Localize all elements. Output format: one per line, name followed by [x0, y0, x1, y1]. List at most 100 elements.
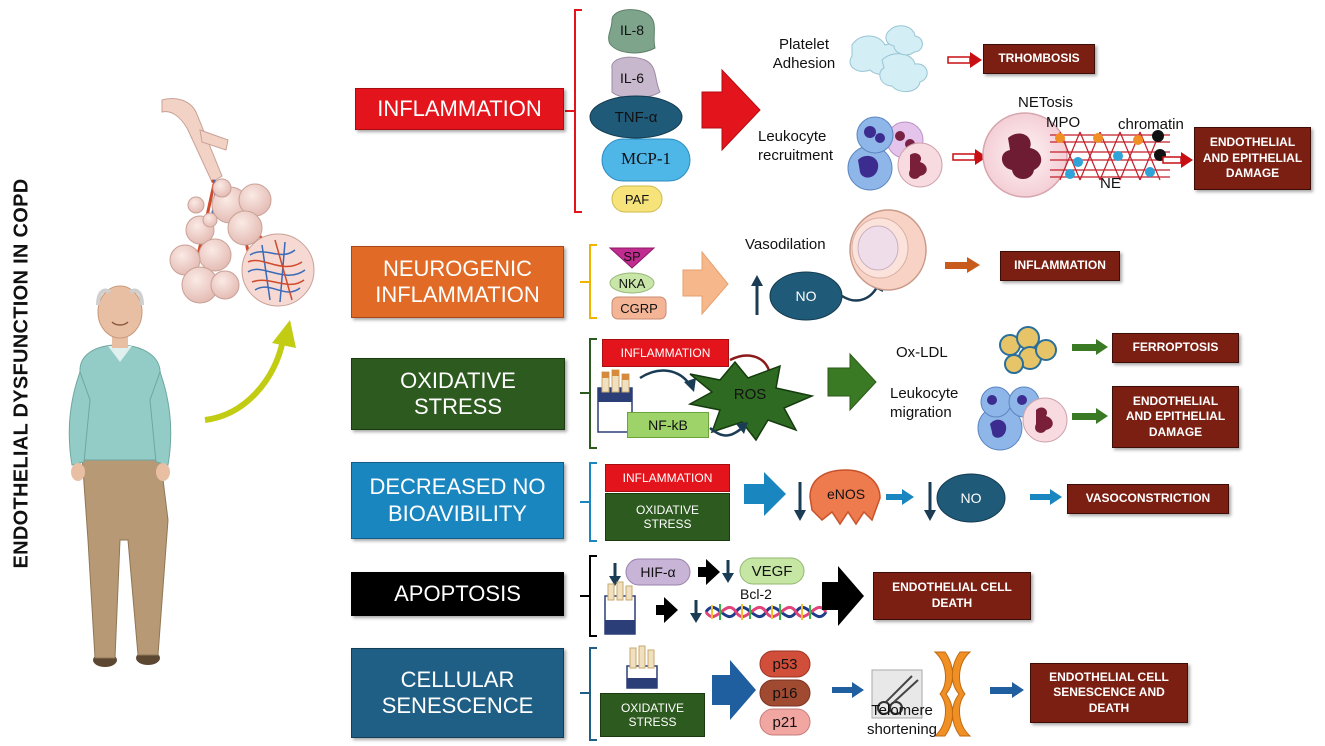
patient-illustration [68, 285, 172, 667]
outcome-endothelial-damage-2-label: ENDOTHELIAL AND EPITHELIAL DAMAGE [1125, 393, 1226, 439]
oxldl-label: Ox-LDL [896, 344, 948, 361]
ne-label: NE [1100, 175, 1121, 192]
hif-shape [625, 558, 691, 586]
oxldl-icon [999, 326, 1057, 374]
cigarettes-icon-ox [597, 369, 633, 433]
mediator-paf: PAF [624, 191, 650, 207]
category-neurogenic-label: NEUROGENIC INFLAMMATION [375, 255, 540, 307]
outcome-thrombosis: TRHOMBOSIS [983, 44, 1095, 74]
big-red-arrow [701, 68, 761, 152]
senescence-oxidative-tag-label: OXIDATIVE STRESS [620, 700, 685, 729]
ros-burst [687, 360, 815, 442]
senescence-arrow [712, 660, 756, 720]
p53-shape [759, 650, 811, 678]
platelet-adhesion-label: Platelet Adhesion [772, 36, 836, 72]
neuro-arrow [682, 250, 729, 316]
cigarettes-icon-apo [604, 581, 636, 635]
leukocyte-migration-label: Leukocyte migration [890, 385, 959, 421]
mpo-label: MPO [1046, 114, 1081, 131]
vessel-icon [849, 209, 927, 291]
chromatin-label: chromatin [1118, 116, 1184, 133]
no-label-neuro: NO [795, 288, 817, 304]
arrow-no [902, 489, 914, 505]
scissors-icon [871, 669, 923, 719]
paf-shape [611, 185, 663, 213]
mediator-mcp1: MCP-1 [620, 149, 672, 168]
bracket-neurogenic [580, 244, 597, 319]
lungs-illustration [161, 98, 315, 307]
platelets-icon [849, 25, 928, 92]
tnf-shape [589, 95, 683, 139]
telomere-label: Telomere shortening [866, 702, 938, 738]
nobio-arrow [744, 472, 786, 516]
arrow-damage1-shaft [1162, 156, 1182, 164]
cigarettes-icon-sen [626, 645, 658, 689]
apoptosis-big-arrow [822, 566, 864, 626]
outcome-ferroptosis: FERROPTOSIS [1112, 333, 1239, 363]
mediator-il6: IL-6 [619, 70, 645, 86]
arrow-netosis-head [975, 149, 987, 165]
nobio-oxidative-tag-label: OXIDATIVE STRESS [635, 502, 700, 531]
category-senescence-label: CELLULAR SENESCENCE [381, 666, 534, 718]
arrow-vasoconstriction [1050, 489, 1062, 505]
arrow-telomere [852, 682, 864, 698]
arrow-dna [656, 597, 678, 623]
nobio-inflammation-tag: INFLAMMATION [605, 464, 730, 492]
p16-shape [759, 679, 811, 707]
category-nobio: DECREASED NO BIOAVIBILITY [351, 462, 564, 539]
arrow-thrombosis-shaft [947, 56, 971, 64]
down-arrow-vegf [722, 573, 734, 583]
down-arrow-enos [794, 510, 806, 521]
outcome-ferroptosis-label: FERROPTOSIS [1132, 340, 1219, 355]
arrow-netosis-shaft [952, 153, 976, 161]
mcp1-shape [601, 138, 691, 182]
curved-arrow-head [272, 320, 296, 348]
outcome-endothelial-damage-2: ENDOTHELIAL AND EPITHELIAL DAMAGE [1112, 386, 1239, 448]
no-shape-bio [936, 473, 1006, 523]
bracket-apoptosis [580, 555, 597, 637]
hif-label: HIF-α [640, 564, 676, 580]
vegf-shape [739, 557, 805, 585]
category-senescence: CELLULAR SENESCENCE [351, 648, 564, 738]
dna-helix-icon [704, 604, 828, 620]
outcome-vasoconstriction: VASOCONSTRICTION [1067, 484, 1229, 514]
p21-label: p21 [772, 713, 798, 731]
outcome-vasoconstriction-label: VASOCONSTRICTION [1085, 491, 1211, 506]
bracket-senescence [580, 647, 597, 741]
sp-shape [608, 247, 656, 269]
outcome-endothelial-damage-1-label: ENDOTHELIAL AND EPITHELIAL DAMAGE [1202, 135, 1303, 181]
outcome-endothelial-damage-1: ENDOTHELIAL AND EPITHELIAL DAMAGE [1194, 127, 1311, 190]
leukocytes-icon [847, 116, 943, 191]
mediator-nka: NKA [618, 275, 646, 291]
category-nobio-label: DECREASED NO BIOAVIBILITY [369, 474, 546, 526]
ros-label: ROS [733, 385, 767, 403]
bracket-oxidative [580, 338, 597, 449]
enos-shape [809, 469, 881, 526]
mediator-sp: SP [623, 248, 641, 264]
oxidative-inflammation-tag: INFLAMMATION [602, 339, 729, 367]
outcome-inflammation-neuro-label: INFLAMMATION [1014, 258, 1106, 273]
category-oxidative-label: OXIDATIVE STRESS [400, 367, 516, 419]
diagram-title: ENDOTHELIAL DYSFUNCTION IN COPD [10, 178, 33, 569]
leukocyte-recruitment-label: Leukocyte recruitment [758, 128, 834, 164]
nobio-oxidative-tag: OXIDATIVE STRESS [605, 493, 730, 541]
down-arrow-bcl2 [690, 613, 702, 623]
p53-label: p53 [772, 655, 798, 673]
outcome-senescence-death: ENDOTHELIAL CELL SENESCENCE AND DEATH [1030, 663, 1188, 723]
enos-label: eNOS [826, 486, 866, 502]
outcome-senescence-death-label: ENDOTHELIAL CELL SENESCENCE AND DEATH [1049, 669, 1169, 715]
nfkb-tag-label: NF-kB [648, 416, 688, 433]
chromosome-icon [933, 651, 972, 737]
vasodilation-label: Vasodilation [745, 236, 826, 253]
down-arrow-no [924, 510, 936, 521]
arrow-senescence-outcome [1012, 682, 1024, 698]
netosis-label: NETosis [1018, 94, 1074, 111]
category-inflammation-label: INFLAMMATION [377, 95, 542, 121]
outcome-thrombosis-label: TRHOMBOSIS [998, 51, 1080, 66]
p16-label: p16 [772, 684, 798, 702]
outcome-inflammation-neuro: INFLAMMATION [1000, 251, 1120, 281]
leukocytes-icon-ox [977, 386, 1068, 451]
arrow-damage1-head [1181, 152, 1193, 168]
p21-shape [759, 708, 811, 736]
